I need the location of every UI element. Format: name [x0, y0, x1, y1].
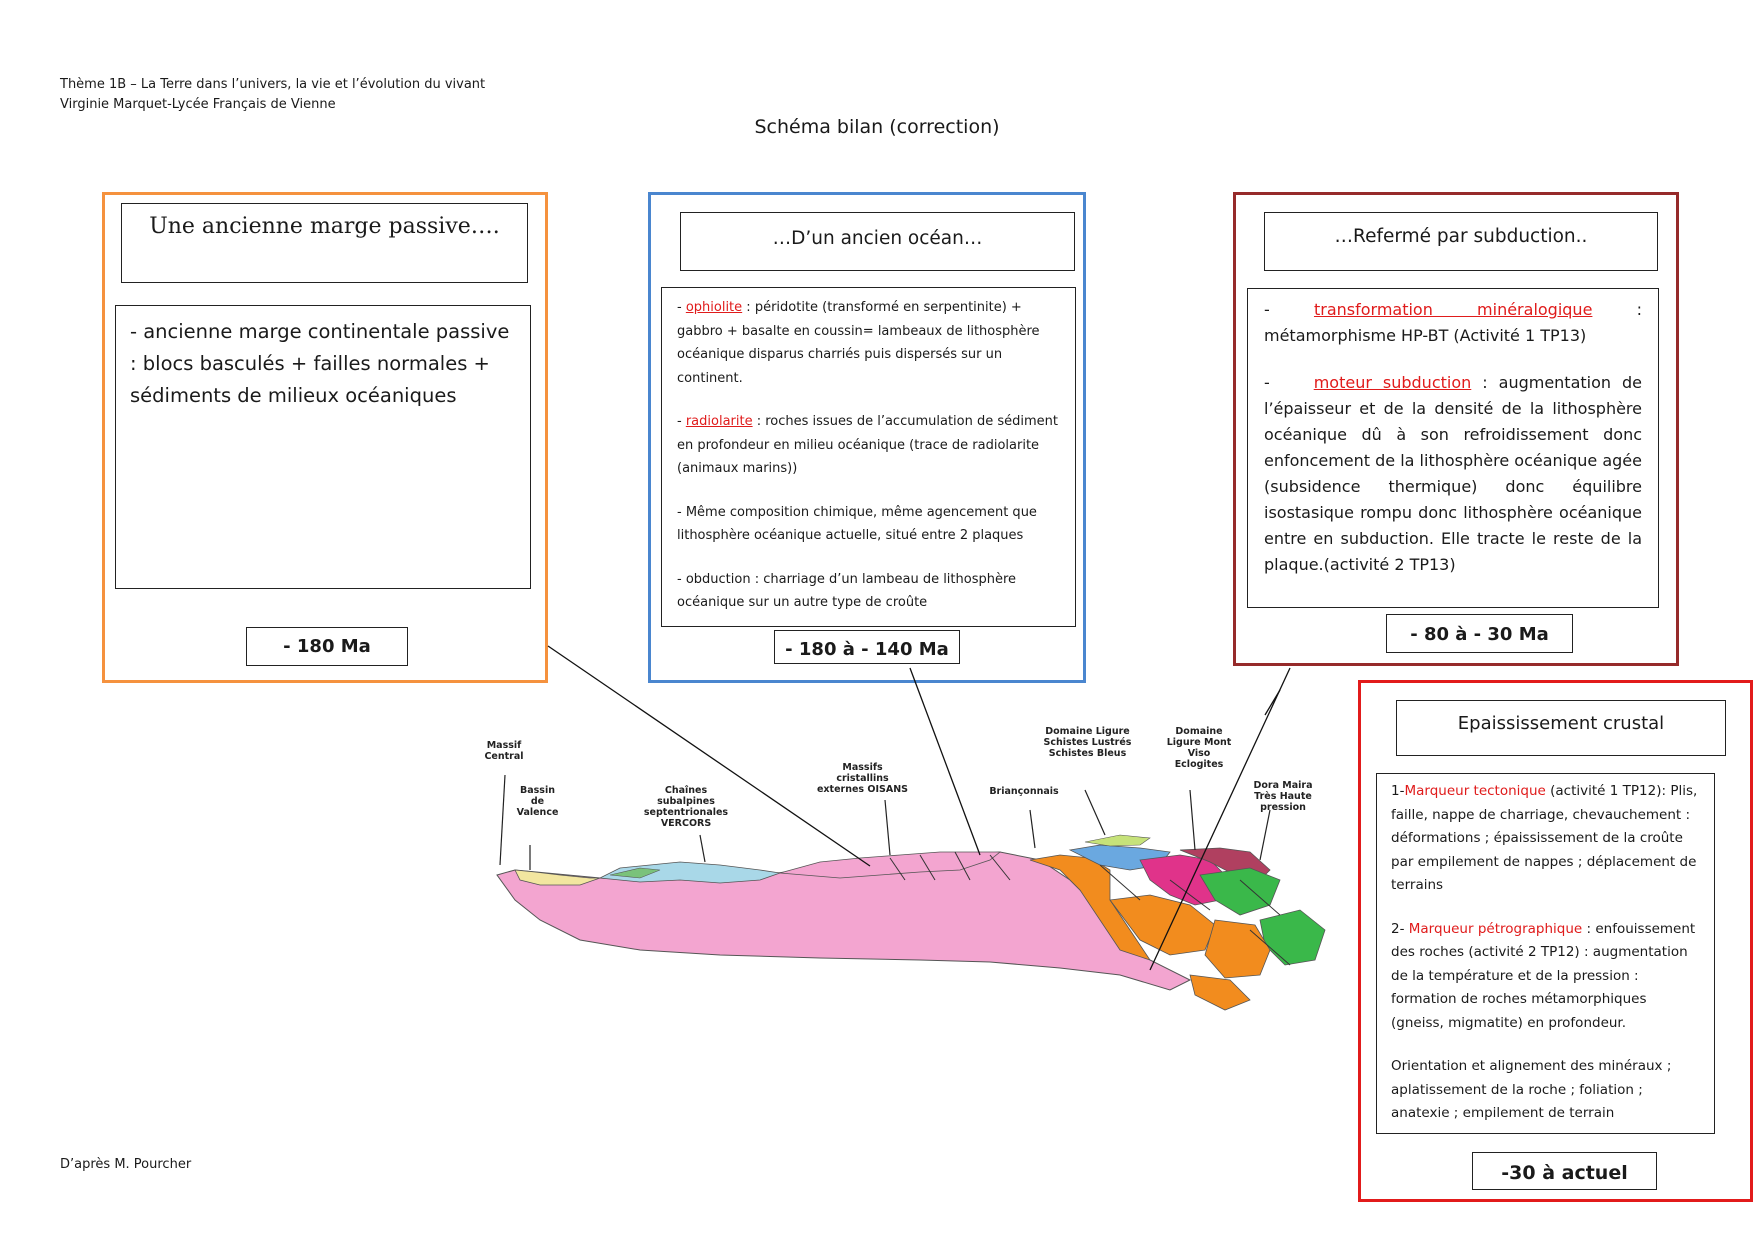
label-massif-central: Massif Central — [484, 740, 524, 762]
radiolarite-term: radiolarite — [685, 414, 753, 429]
panel-passive-margin — [102, 192, 548, 683]
radiolarite-text: : roches issues de l’accumulation de séd… — [677, 414, 1058, 476]
green-nappe-2 — [1259, 909, 1326, 966]
panel-ocean-title-box: …D’un ancien océan… — [680, 212, 1075, 271]
header-line-2: Virginie Marquet-Lycée Français de Vienn… — [60, 97, 336, 112]
orange-nappe-3 — [1189, 974, 1251, 1011]
date-ocean: - 180 à - 140 Ma — [774, 630, 960, 664]
panel-passive-margin-title: Une ancienne marge passive…. — [149, 214, 500, 239]
label-massifs-cristallins: Massifs cristallins externes OISANS — [816, 762, 908, 795]
label-chaines-subalpines: Chaînes subalpines septentrionales VERCO… — [643, 785, 729, 829]
panel-crustal-text-box: 1-Marqueur tectonique (activité 1 TP12):… — [1376, 773, 1715, 1134]
label-bassin-valence: Bassin de Valence — [516, 785, 559, 818]
petrographic-marker-prefix: 2- — [1391, 920, 1409, 937]
subduction-engine-term: moteur subduction — [1313, 373, 1472, 392]
petrographic-marker-paragraph: 2- Marqueur pétrographique : enfouisseme… — [1391, 918, 1700, 1036]
tectonic-marker-term: Marqueur tectonique — [1404, 783, 1546, 799]
label-dora-maira: Dora Maira Très Haute pression — [1253, 780, 1313, 813]
footer-credit: D’après M. Pourcher — [60, 1157, 192, 1172]
thrust-faults — [889, 851, 1291, 966]
header-line-1: Thème 1B – La Terre dans l’univers, la v… — [60, 77, 486, 92]
ophiolite-paragraph: - ophiolite : péridotite (transformé en … — [677, 300, 1040, 386]
panel-subduction-title: …Refermé par subduction.. — [1334, 226, 1588, 247]
orange-nappe-2 — [1204, 919, 1271, 979]
subalpine-chains — [598, 861, 781, 884]
mineral-transformation-paragraph: - transformation minéralogique : métamor… — [1264, 300, 1642, 345]
panel-passive-margin-text-box: - ancienne marge continentale passive : … — [115, 305, 531, 589]
label-domaine-ligure-schistes: Domaine Ligure Schistes Lustrés Schistes… — [1043, 726, 1132, 759]
obduction-paragraph: - obduction : charriage d’un lambeau de … — [677, 571, 1017, 611]
tectonic-marker-prefix: 1- — [1391, 783, 1405, 799]
subalpine-green — [609, 867, 661, 879]
pointer-lines — [547, 645, 1291, 971]
panel-subduction-title-box: …Refermé par subduction.. — [1264, 212, 1658, 271]
page-title: Schéma bilan (correction) — [754, 116, 1000, 138]
petrographic-marker-term: Marqueur pétrographique — [1408, 920, 1583, 937]
panel-ocean-title: …D’un ancien océan… — [772, 228, 983, 249]
label-domaine-ligure-viso: Domaine Ligure Mont Viso Eclogites — [1166, 726, 1232, 770]
subduction-engine-text: : augmentation de l’épaisseur et de la d… — [1264, 373, 1643, 574]
petrographic-marker-text: : enfouissement des roches (activité 2 T… — [1391, 920, 1696, 1031]
label-arrows — [499, 774, 1271, 870]
ligure-green — [1084, 834, 1151, 847]
ophiolite-term: ophiolite — [685, 300, 743, 315]
tectonic-marker-paragraph: 1-Marqueur tectonique (activité 1 TP12):… — [1391, 780, 1700, 898]
mineral-transformation-term: transformation minéralogique — [1313, 300, 1593, 319]
radiolarite-paragraph: - radiolarite : roches issues de l’accum… — [677, 414, 1058, 476]
panel-crustal-title-box: Epaississement crustal — [1396, 700, 1726, 756]
composition-paragraph: - Même composition chimique, même agence… — [677, 504, 1037, 544]
date-passive-margin: - 180 Ma — [246, 627, 408, 666]
panel-subduction-text-box: - transformation minéralogique : métamor… — [1247, 288, 1659, 608]
subduction-engine-paragraph: - moteur subduction : augmentation de l’… — [1264, 373, 1643, 574]
date-crustal: -30 à actuel — [1472, 1152, 1657, 1190]
green-nappe-1 — [1199, 867, 1281, 916]
panel-passive-margin-text: - ancienne marge continentale passive : … — [130, 320, 510, 407]
tectonic-marker-text: (activité 1 TP12): Plis, faille, nappe d… — [1391, 783, 1698, 893]
orientation-paragraph: Orientation et alignement des minéraux ;… — [1391, 1058, 1672, 1121]
panel-crustal-thickening — [1358, 680, 1753, 1202]
panel-crustal-title: Epaississement crustal — [1457, 713, 1665, 734]
mineral-transformation-text: : métamorphisme HP-BT (Activité 1 TP13) — [1264, 300, 1642, 345]
panel-ocean-text-box: - ophiolite : péridotite (transformé en … — [661, 287, 1076, 627]
date-subduction: - 80 à - 30 Ma — [1386, 614, 1573, 653]
panel-ocean — [648, 192, 1086, 683]
panel-subduction — [1233, 192, 1679, 666]
external-massifs — [779, 851, 1002, 879]
panel-passive-margin-title-box: Une ancienne marge passive…. — [121, 203, 528, 283]
label-brianconnais: Briançonnais — [989, 786, 1059, 797]
ophiolite-text: : péridotite (transformé en serpentinite… — [677, 300, 1040, 386]
